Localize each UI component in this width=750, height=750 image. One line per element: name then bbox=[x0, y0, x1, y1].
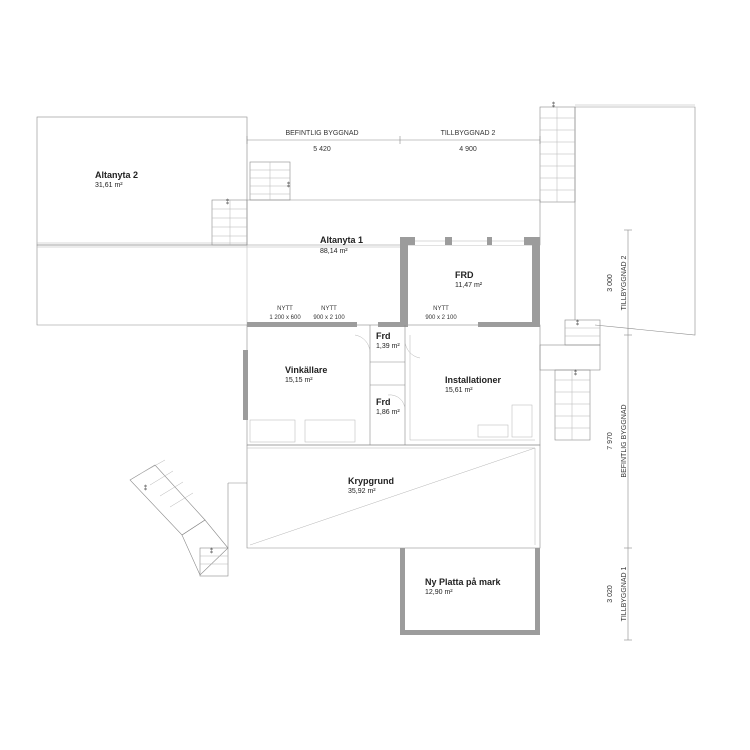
svg-text:⁑: ⁑ bbox=[552, 102, 555, 109]
dim-right-tillbyggnad1-value: 3 020 bbox=[607, 585, 614, 603]
dim-tillbyggnad-value: 4 900 bbox=[459, 146, 477, 153]
room-krypgrund bbox=[227, 444, 541, 549]
room-frd-top-name: FRD bbox=[455, 270, 474, 280]
room-frd-small-2-name: Frd bbox=[376, 397, 391, 407]
svg-text:⁑: ⁑ bbox=[226, 199, 229, 206]
opening-tag-2-label: NYTT bbox=[321, 306, 337, 312]
deck-altanyta-2 bbox=[36, 116, 248, 246]
dim-right-befintlig-value: 7 970 bbox=[607, 432, 614, 450]
extension-tillbyggnad-2 bbox=[574, 104, 696, 336]
dimension-chain-right: 3 000 TILLBYGGNAD 2 7 970 BEFINTLIG BYGG… bbox=[607, 229, 632, 641]
room-vinkallare-name: Vinkällare bbox=[285, 365, 327, 375]
svg-text:⁑: ⁑ bbox=[210, 548, 213, 555]
room-ny-platta-area: 12,90 m² bbox=[425, 589, 453, 596]
room-krypgrund-name: Krypgrund bbox=[348, 476, 394, 486]
level-marker-icon: ⁑ ⁑ ⁑ ⁑ ⁑ ⁑ ⁑ bbox=[144, 102, 579, 555]
dim-befintlig-value: 5 420 bbox=[313, 146, 331, 153]
svg-text:⁑: ⁑ bbox=[144, 485, 147, 492]
dim-right-tillbyggnad1-label: TILLBYGGNAD 1 bbox=[621, 566, 628, 621]
room-krypgrund-area: 35,92 m² bbox=[348, 488, 376, 495]
opening-tag-2: NYTT 900 x 2 100 bbox=[313, 306, 345, 321]
room-installationer-name: Installationer bbox=[445, 375, 502, 385]
stair-top-right bbox=[539, 106, 576, 203]
dimension-chain-top: BEFINTLIG BYGGNAD 5 420 TILLBYGGNAD 2 4 … bbox=[246, 130, 541, 153]
opening-tag-3-size: 900 x 2 100 bbox=[425, 315, 457, 321]
room-altanyta-1-name: Altanyta 1 bbox=[320, 235, 363, 245]
opening-tag-3: NYTT 900 x 2 100 bbox=[425, 306, 457, 321]
room-frd-small-1-area: 1,39 m² bbox=[376, 343, 400, 350]
room-altanyta-2-area: 31,61 m² bbox=[95, 182, 123, 189]
room-ny-platta-name: Ny Platta på mark bbox=[425, 577, 502, 587]
opening-tag-3-label: NYTT bbox=[433, 306, 449, 312]
room-frd-small-2-area: 1,86 m² bbox=[376, 409, 400, 416]
dim-right-tillbyggnad2-value: 3 000 bbox=[607, 274, 614, 292]
room-vinkallare-area: 15,15 m² bbox=[285, 377, 313, 384]
dim-tillbyggnad-label: TILLBYGGNAD 2 bbox=[441, 130, 496, 137]
room-altanyta-1-area: 88,14 m² bbox=[320, 248, 348, 255]
opening-tag-1: NYTT 1 200 x 600 bbox=[269, 306, 301, 321]
stair-deck-middle bbox=[249, 161, 291, 201]
room-frd-top bbox=[400, 237, 540, 327]
opening-tag-1-label: NYTT bbox=[277, 306, 293, 312]
dim-befintlig-label: BEFINTLIG BYGGNAD bbox=[285, 130, 358, 137]
stair-deck-left bbox=[211, 199, 248, 246]
stair-lower-left bbox=[129, 459, 229, 577]
svg-text:⁑: ⁑ bbox=[576, 320, 579, 327]
opening-tag-1-size: 1 200 x 600 bbox=[269, 315, 301, 321]
svg-text:⁑: ⁑ bbox=[287, 182, 290, 189]
stair-right bbox=[539, 319, 601, 441]
room-ny-platta bbox=[400, 547, 540, 635]
room-altanyta-2-name: Altanyta 2 bbox=[95, 170, 138, 180]
dim-right-befintlig-label: BEFINTLIG BYGGNAD bbox=[621, 404, 628, 477]
dim-right-tillbyggnad2-label: TILLBYGGNAD 2 bbox=[621, 255, 628, 310]
opening-tag-2-size: 900 x 2 100 bbox=[313, 315, 345, 321]
room-installationer-area: 15,61 m² bbox=[445, 387, 473, 394]
room-frd-top-area: 11,47 m² bbox=[455, 282, 483, 289]
room-frd-small-1-name: Frd bbox=[376, 331, 391, 341]
svg-text:⁑: ⁑ bbox=[574, 370, 577, 377]
